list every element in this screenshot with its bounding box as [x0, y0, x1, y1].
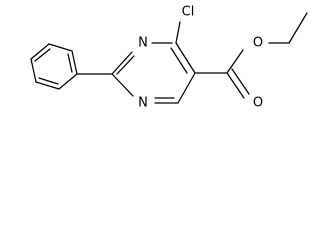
atom-label-ester-oxygen: O: [253, 36, 263, 51]
atom-label-n-bottom: N: [138, 96, 148, 111]
pyrimidine-bond-c2-n1-inner: [116, 55, 135, 75]
phenyl-bond-3: [71, 50, 78, 75]
phenyl-ring: [30, 43, 78, 90]
ester-group: [194, 12, 308, 99]
chlorine-bond: [175, 21, 181, 44]
phenyl-bond-3-inner: [67, 53, 73, 73]
phenyl-bond-6: [30, 58, 37, 83]
atom-label-carbonyl-oxygen: O: [253, 96, 263, 111]
phenyl-bond-5-inner: [38, 77, 59, 85]
ester-bond-carbonyl-oxygen-1: [226, 72, 245, 99]
pyrimidine-bond-c5-c4: [177, 72, 196, 104]
phenyl-bond-1: [30, 43, 50, 60]
phenyl-bond-4: [58, 73, 78, 90]
pyrimidine-bond-c6-c5-inner: [170, 47, 188, 74]
molecule-structure-svg: N N Cl O O: [30, 5, 308, 111]
ester-bond-carbonyl-alkoxy: [226, 49, 244, 74]
pyrimidine-bond-c2-n1: [111, 51, 133, 75]
phenyl-bond-5: [35, 81, 60, 90]
phenyl-bond-2: [48, 43, 73, 52]
phenyl-bond-1-inner: [34, 48, 51, 62]
pyrimidine-ring: [111, 42, 196, 104]
atom-label-n-top: N: [138, 36, 148, 51]
atom-label-chlorine: Cl: [182, 5, 195, 20]
ethyl-bond: [288, 12, 308, 44]
pyrimidine-bond-n3-c2: [111, 73, 134, 97]
ester-bond-carbonyl-oxygen-2: [231, 68, 250, 95]
pyrimidine-bond-c6-c5: [175, 42, 196, 74]
